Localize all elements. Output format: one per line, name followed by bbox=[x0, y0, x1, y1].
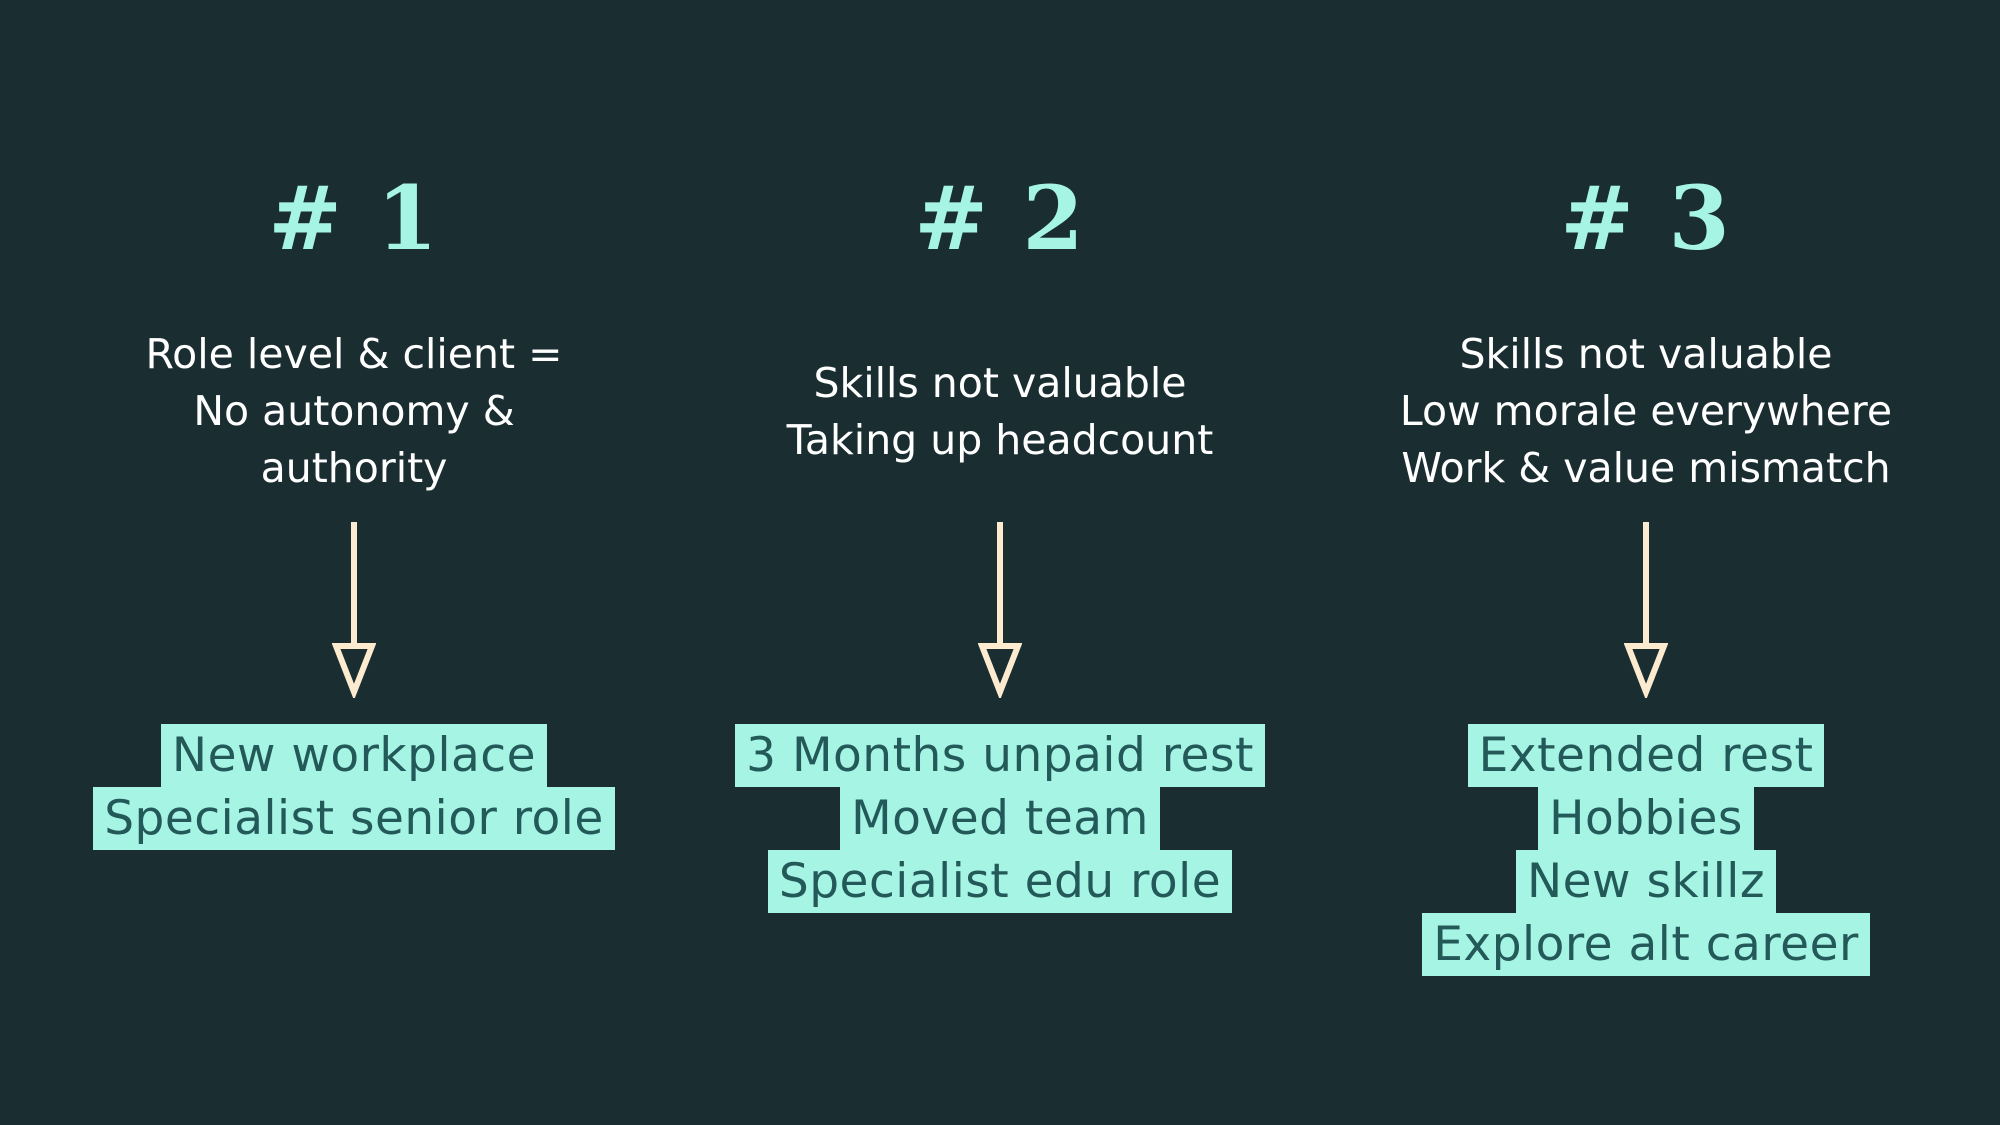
outcome-item: New skillz bbox=[1515, 850, 1776, 913]
description-line: Taking up headcount bbox=[786, 416, 1214, 464]
description-line: Skills not valuable bbox=[1459, 330, 1833, 378]
arrow-down-icon bbox=[978, 522, 1022, 698]
outcome-item: Specialist edu role bbox=[767, 850, 1233, 913]
outcome-list: Extended rest Hobbies New skillz Explore… bbox=[1326, 724, 1966, 976]
column-heading: # 2 bbox=[914, 166, 1086, 270]
description-line: authority bbox=[260, 444, 448, 492]
column-description: Role level & client = No autonomy & auth… bbox=[34, 326, 674, 497]
column-description: Skills not valuable Low morale everywher… bbox=[1326, 326, 1966, 497]
outcome-item: Moved team bbox=[840, 787, 1160, 850]
column-heading: # 1 bbox=[268, 166, 440, 270]
column-description: Skills not valuable Taking up headcount bbox=[680, 355, 1320, 469]
description-line: Work & value mismatch bbox=[1401, 444, 1891, 492]
outcome-list: 3 Months unpaid rest Moved team Speciali… bbox=[680, 724, 1320, 913]
description-line: Low morale everywhere bbox=[1399, 387, 1893, 435]
column-2: # 2 Skills not valuable Taking up headco… bbox=[680, 0, 1320, 1125]
arrow-down-icon bbox=[332, 522, 376, 698]
description-line: Skills not valuable bbox=[813, 359, 1187, 407]
outcome-item: 3 Months unpaid rest bbox=[735, 724, 1265, 787]
outcome-item: Explore alt career bbox=[1422, 913, 1870, 976]
outcome-list: New workplace Specialist senior role bbox=[34, 724, 674, 850]
description-line: Role level & client = bbox=[145, 330, 563, 378]
outcome-item: Specialist senior role bbox=[93, 787, 615, 850]
outcome-item: Hobbies bbox=[1538, 787, 1754, 850]
description-line: No autonomy & bbox=[193, 387, 515, 435]
outcome-item: Extended rest bbox=[1467, 724, 1825, 787]
column-1: # 1 Role level & client = No autonomy & … bbox=[34, 0, 674, 1125]
arrow-down-icon bbox=[1624, 522, 1668, 698]
column-heading: # 3 bbox=[1560, 166, 1732, 270]
column-3: # 3 Skills not valuable Low morale every… bbox=[1326, 0, 1966, 1125]
outcome-item: New workplace bbox=[160, 724, 548, 787]
